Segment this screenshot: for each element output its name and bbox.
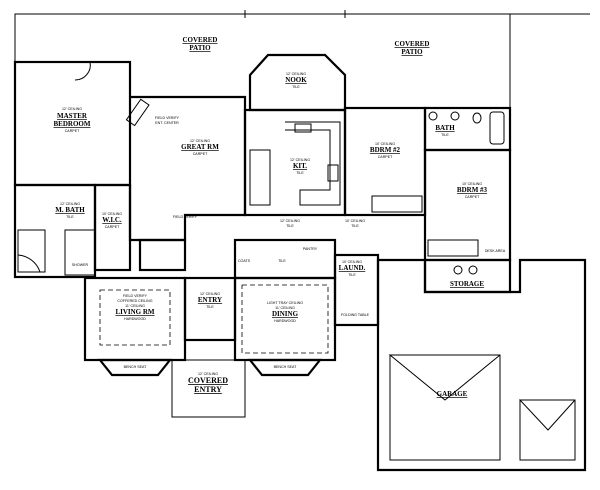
room-label: COVERED [182,36,217,44]
ceiling-note: 12' CEILING [290,158,310,162]
note: SHOWER [72,263,89,267]
floor-note: TILE [292,85,300,89]
door [74,61,91,81]
note: FOLDING TABLE [341,313,370,317]
room-label: BATH [435,124,455,132]
room-label: LAUND. [339,264,366,272]
tub [17,229,46,273]
note: COFFERED CEILING [117,299,152,303]
room-label: MASTER [57,112,88,120]
ceiling-note: 11' CEILING [275,306,295,310]
kitchen-counter [285,121,341,206]
entertainment-center [125,98,150,127]
note: FIELD VERIFY [173,215,198,219]
bay-window [97,358,173,377]
room-label: PATIO [189,44,211,52]
floor-note: TILE [441,133,449,137]
room-label: COVERED [188,376,228,385]
room-label: STORAGE [450,280,484,288]
note: FIELD VERIFY [123,294,148,298]
closet [371,195,423,213]
ceiling-note: 12' CEILING [286,72,306,76]
bedroom-2 [343,106,427,217]
note: FIELD VERIFY [155,116,180,120]
patio-outline [14,10,590,108]
floor-note: TILE [348,273,356,277]
ceiling-note: 12' CEILING [62,107,82,111]
ceiling-note: 10' CEILING [462,182,482,186]
room-label: M. BATH [55,206,85,214]
room-label: ENTRY [198,296,222,304]
kitchen-island [249,149,271,206]
half-bath [138,238,187,272]
ceiling-note: 11' CEILING [125,304,145,308]
shower [64,229,96,276]
floor-note: TILE [351,224,359,228]
ceiling-note: 12' CEILING [60,202,80,206]
sink [294,123,312,133]
floor-note: CARPET [465,195,480,199]
room-label: BEDROOM [54,120,91,128]
room-label: PATIO [401,48,423,56]
covered-entry [171,359,246,418]
room-label: LIVING RM [115,308,154,316]
floor-note: TILE [66,215,74,219]
floor-note: TILE [278,259,286,263]
floor-note: TILE [286,224,294,228]
room-label: ENTRY [194,385,222,394]
floor-note: CARPET [378,155,393,159]
floor-note: TILE [206,305,214,309]
note: COATS [238,259,251,263]
floor-note: TILE [296,171,304,175]
ceiling-note: 12' CEILING [190,139,210,143]
floor-note: CARPET [65,129,80,133]
room-label: KIT. [293,162,307,170]
room-label: BDRM #3 [457,186,488,194]
note: BENCH SEAT [274,365,298,369]
walk-in-closet [93,183,132,272]
note: LIGHT TRAY CEILING [267,301,303,305]
ceiling-note: 10' CEILING [345,219,365,223]
ceiling-note: 12' CEILING [280,219,300,223]
ceiling-note: 12' CEILING [198,372,218,376]
room-label: GREAT RM [181,143,219,151]
floor-note: HARDWOOD [124,317,146,321]
room-label: GARAGE [437,390,468,398]
note: BENCH SEAT [124,365,148,369]
labels: COVERED PATIO COVERED PATIO 12' CEILING … [54,36,506,398]
garage [376,258,587,472]
floor-note: CARPET [193,152,208,156]
bathtub [489,111,505,145]
room-label: BDRM #2 [370,146,401,154]
room-label: DINING [272,310,299,318]
note: ENT. CENTER [155,121,179,125]
ceiling-note: 10' CEILING [102,212,122,216]
ceiling-note: 10' CEILING [342,260,362,264]
floor-note: CARPET [105,225,120,229]
ceiling-note: 10' CEILING [375,142,395,146]
ceiling-note: 12' CEILING [200,292,220,296]
note: PANTRY [303,247,318,251]
closet [427,239,479,257]
bedroom-3 [423,148,512,262]
bay-window [247,358,323,377]
room-label: NOOK [285,76,307,84]
toilet [472,112,482,124]
room-label: W.I.C. [102,216,122,224]
entry [183,276,237,342]
floor-note: HARDWOOD [274,319,296,323]
cooktop [327,164,339,182]
room-label: COVERED [394,40,429,48]
note: DESK AREA [485,249,506,253]
